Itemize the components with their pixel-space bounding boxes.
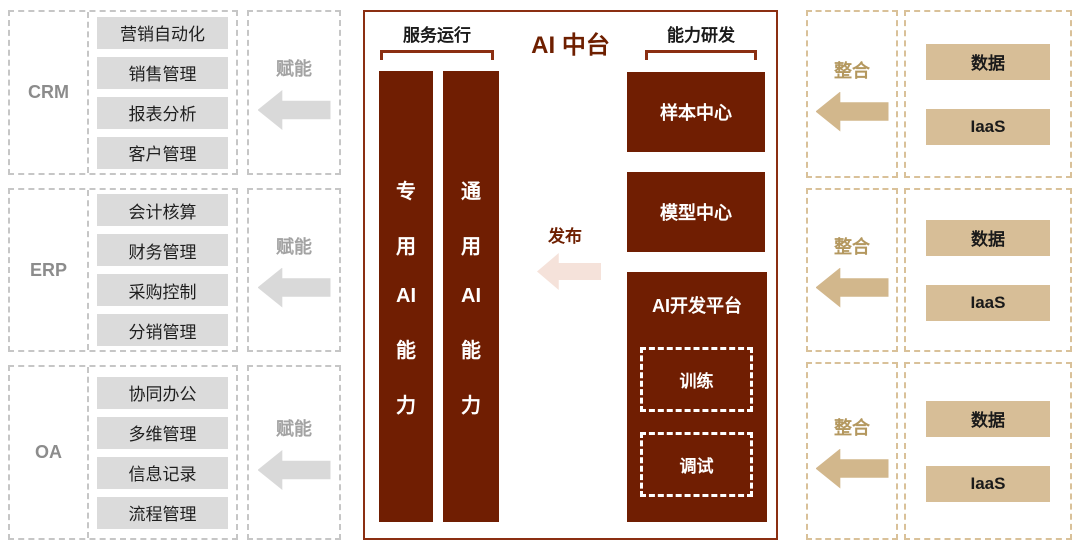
model-center-block: 模型中心 <box>627 172 765 252</box>
publish-label: 发布 <box>548 227 582 246</box>
empower-group-erp: 赋能 <box>247 188 341 352</box>
module-item: 销售管理 <box>97 56 228 89</box>
module-item: 客户管理 <box>97 136 228 169</box>
service-bracket <box>380 50 494 60</box>
ai-dev-platform-block: AI开发平台 训练 调试 <box>627 272 767 522</box>
bar-char: 力 <box>461 395 481 417</box>
module-item: 协同办公 <box>97 376 228 409</box>
integrate-label: 整合 <box>834 417 870 438</box>
left-group-oa: OA 协同办公 多维管理 信息记录 流程管理 <box>8 365 238 540</box>
empower-label: 赋能 <box>276 236 312 257</box>
bar-char: AI <box>396 285 416 307</box>
bar-char: 专 <box>396 181 416 203</box>
bar-char: 能 <box>396 340 416 362</box>
bar-char: 能 <box>461 340 481 362</box>
left-arrow-icon <box>257 90 331 130</box>
service-section-label: 服务运行 <box>403 26 471 45</box>
empower-label: 赋能 <box>276 59 312 79</box>
integrate-label: 整合 <box>834 60 870 81</box>
debug-module-box: 调试 <box>640 432 753 497</box>
module-list-oa: 协同办公 多维管理 信息记录 流程管理 <box>89 367 236 538</box>
module-item: 流程管理 <box>97 496 228 529</box>
left-arrow-icon <box>815 91 889 132</box>
empower-label: 赋能 <box>276 419 312 439</box>
publish-left-arrow-icon <box>537 253 601 290</box>
module-item: 财务管理 <box>97 234 228 266</box>
bar-char: 用 <box>461 236 481 258</box>
left-group-erp: ERP 会计核算 财务管理 采购控制 分销管理 <box>8 188 238 352</box>
system-label-erp: ERP <box>10 190 89 350</box>
left-group-crm: CRM 营销自动化 销售管理 报表分析 客户管理 <box>8 10 238 175</box>
resource-group-2: 数据 IaaS <box>904 188 1072 352</box>
module-item: 信息记录 <box>97 456 228 489</box>
sample-center-block: 样本中心 <box>627 72 765 152</box>
system-label-oa: OA <box>10 367 89 538</box>
bar-char: AI <box>461 285 481 307</box>
module-item: 营销自动化 <box>97 16 228 49</box>
ai-platform-panel: AI 中台 服务运行 专 用 AI 能 力 通 用 AI 能 力 发布 能力研发… <box>363 10 778 540</box>
module-item: 采购控制 <box>97 274 228 306</box>
module-list-crm: 营销自动化 销售管理 报表分析 客户管理 <box>89 12 236 173</box>
capability-bar-dedicated: 专 用 AI 能 力 <box>379 71 433 522</box>
left-arrow-icon <box>815 267 889 308</box>
module-item: 分销管理 <box>97 314 228 346</box>
iaas-box: IaaS <box>926 108 1050 145</box>
ai-dev-platform-title: AI开发平台 <box>652 296 742 316</box>
empower-group-crm: 赋能 <box>247 10 341 175</box>
empower-group-oa: 赋能 <box>247 365 341 540</box>
capability-bar-general: 通 用 AI 能 力 <box>443 71 499 522</box>
system-label-crm: CRM <box>10 12 89 173</box>
iaas-box: IaaS <box>926 465 1050 502</box>
module-list-erp: 会计核算 财务管理 采购控制 分销管理 <box>89 190 236 350</box>
left-arrow-icon <box>257 267 331 308</box>
module-item: 多维管理 <box>97 416 228 449</box>
train-module-box: 训练 <box>640 347 753 412</box>
integrate-group-1: 整合 <box>806 10 898 178</box>
resource-group-1: 数据 IaaS <box>904 10 1072 178</box>
rd-bracket <box>645 50 757 60</box>
integrate-group-3: 整合 <box>806 362 898 540</box>
data-box: 数据 <box>926 219 1050 256</box>
data-box: 数据 <box>926 43 1050 80</box>
panel-title: AI 中台 <box>531 32 610 59</box>
bar-char: 用 <box>396 236 416 258</box>
integrate-label: 整合 <box>834 236 870 257</box>
left-arrow-icon <box>815 448 889 489</box>
module-item: 会计核算 <box>97 194 228 226</box>
rd-section-label: 能力研发 <box>667 26 735 45</box>
resource-group-3: 数据 IaaS <box>904 362 1072 540</box>
integrate-group-2: 整合 <box>806 188 898 352</box>
bar-char: 通 <box>461 181 481 203</box>
module-item: 报表分析 <box>97 96 228 129</box>
data-box: 数据 <box>926 400 1050 437</box>
left-arrow-icon <box>257 450 331 490</box>
iaas-box: IaaS <box>926 284 1050 321</box>
bar-char: 力 <box>396 395 416 417</box>
